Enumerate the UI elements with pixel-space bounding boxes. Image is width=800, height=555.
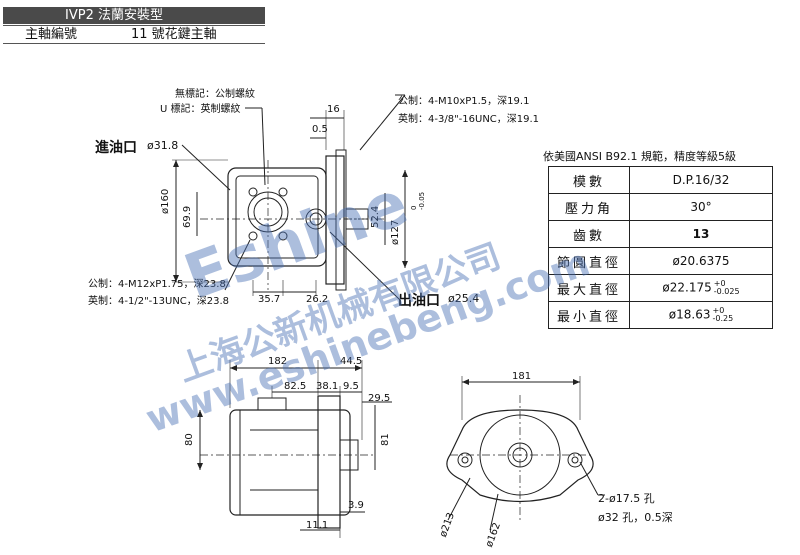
inlet-diameter: ø31.8 [147, 139, 179, 152]
outlet-label: 出油口 [398, 293, 440, 309]
spec-value-cell: ø18.63+0-0.25 [629, 301, 773, 329]
top-thread-metric: 公制：4-M10xP1.5，深19.1 [398, 96, 530, 107]
outlet-diameter: ø25.4 [448, 292, 480, 305]
dim-38-1: 38.1 [316, 381, 339, 392]
model-title: IVP2 法蘭安裝型 [65, 8, 163, 23]
no-mark-note: 無標記：公制螺紋 [175, 89, 255, 100]
spec-caption: 依美國ANSI B92.1 規範，精度等級5級 [543, 150, 737, 163]
dim-9-5: 9.5 [343, 381, 359, 392]
dim-81: 81 [380, 433, 391, 446]
dim-35-7: 35.7 [258, 294, 281, 305]
spec-value: ø20.6375 [629, 247, 773, 275]
dim-181: 181 [512, 371, 532, 382]
spec-key: 齒數 [548, 220, 630, 248]
spec-value-cell: ø22.175+0-0.025 [629, 274, 773, 302]
spec-tolerance: +0-0.025 [713, 279, 740, 296]
bottom-thread-metric: 公制：4-M12xP1.75，深23.8 [88, 279, 226, 290]
spline-spec-table: 模數 D.P.16/32 壓力角 30° 齒數 13 節圓直徑 ø20.6375… [548, 166, 773, 329]
dim-11-1: 11.1 [306, 520, 329, 531]
shaft-number-bar: 主軸編號 11 號花鍵主軸 [3, 25, 265, 44]
top-thread-imperial: 英制：4-3/8"-16UNC，深19.1 [398, 114, 540, 125]
spec-row: 模數 D.P.16/32 [548, 166, 773, 194]
dim-82-5: 82.5 [284, 381, 307, 392]
dim-26-2: 26.2 [306, 294, 329, 305]
dim-127-tolerance: 0 -0.05 [410, 191, 426, 210]
spec-key: 最大直徑 [548, 274, 630, 302]
spec-key: 壓力角 [548, 193, 630, 221]
bottom-thread-imperial: 英制：4-1/2"-13UNC，深23.8 [88, 296, 230, 307]
dim-0-5: 0.5 [312, 124, 328, 135]
model-title-bar: IVP2 法蘭安裝型 [3, 7, 265, 24]
spec-row: 壓力角 30° [548, 193, 773, 221]
spec-value: ø22.175 [662, 280, 712, 295]
spec-key: 最小直徑 [548, 301, 630, 329]
hole-note-1: 2-ø17.5 孔 [598, 492, 655, 505]
dim-16: 16 [327, 104, 340, 115]
spec-row: 齒數 13 [548, 220, 773, 248]
dim-3-9: 3.9 [348, 500, 364, 511]
dim-160: ø160 [160, 188, 171, 214]
spec-key: 模數 [548, 166, 630, 194]
spec-value: D.P.16/32 [629, 166, 773, 194]
inlet-label: 進油口 [95, 140, 137, 156]
side-view [199, 360, 392, 538]
spec-row: 最大直徑 ø22.175+0-0.025 [548, 274, 773, 302]
shaft-value: 11 號花鍵主軸 [131, 27, 217, 42]
dim-182: 182 [268, 356, 288, 367]
spec-value: 13 [629, 220, 773, 248]
end-view [446, 376, 605, 531]
dim-29-5: 29.5 [368, 393, 391, 404]
spec-row: 節圓直徑 ø20.6375 [548, 247, 773, 275]
dim-69-9: 69.9 [182, 205, 193, 228]
front-view [172, 94, 406, 301]
u-mark-note: U 標記：英制螺紋 [160, 104, 241, 115]
spec-value: 30° [629, 193, 773, 221]
spec-row: 最小直徑 ø18.63+0-0.25 [548, 301, 773, 329]
shaft-label: 主軸編號 [25, 27, 78, 42]
spec-tolerance: +0-0.25 [712, 306, 734, 323]
dim-80: 80 [184, 433, 195, 446]
spec-value: ø18.63 [668, 307, 711, 322]
hole-note-2: ø32 孔，0.5深 [598, 511, 673, 524]
dim-44-5: 44.5 [340, 356, 363, 367]
